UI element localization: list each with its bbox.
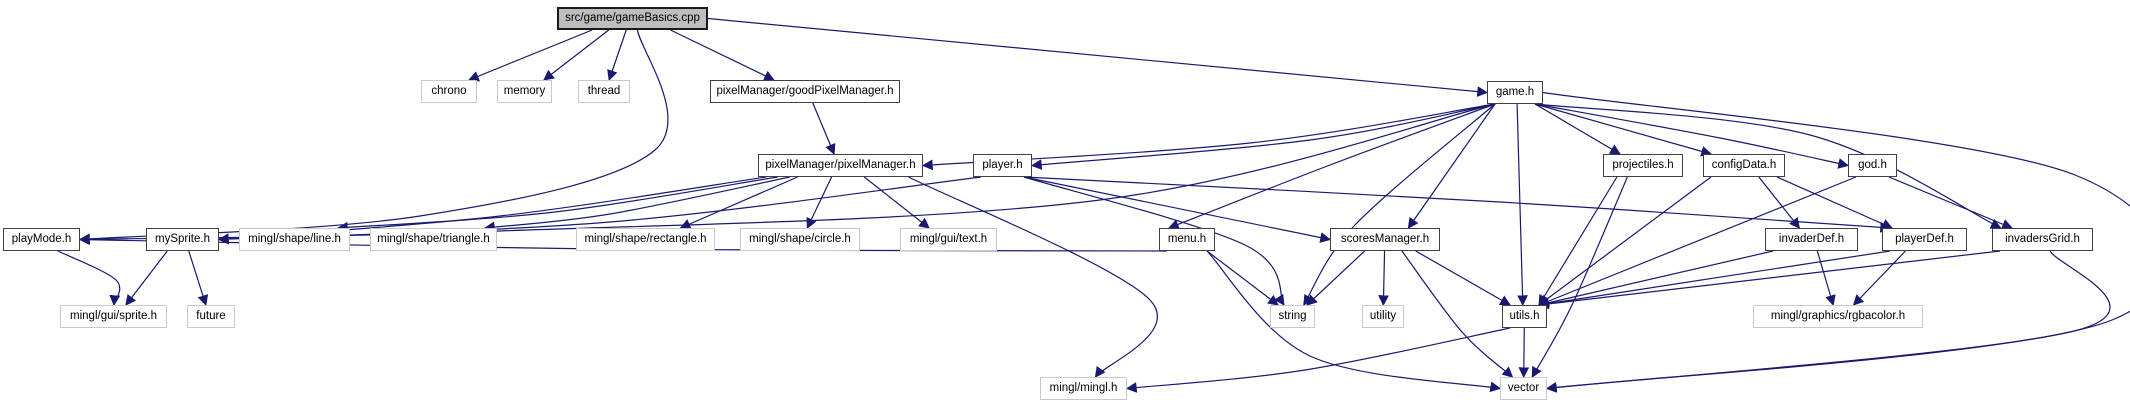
- graph-node-rectangle: mingl/shape/rectangle.h: [576, 228, 715, 251]
- graph-node-utility: utility: [1362, 305, 1404, 328]
- graph-node-string: string: [1270, 305, 1315, 328]
- edge-menu-to-string: [1206, 250, 1279, 306]
- graph-node-playerdef[interactable]: playerDef.h: [1882, 228, 1967, 251]
- graph-node-mysprite[interactable]: mySprite.h: [146, 228, 219, 251]
- graph-node-configdata[interactable]: configData.h: [1703, 154, 1785, 177]
- graph-node-playerh[interactable]: player.h: [973, 154, 1032, 177]
- graph-node-rgbacolor: mingl/graphics/rgbacolor.h: [1753, 305, 1923, 328]
- edge-godh-to-invadersgrid: [1888, 176, 2013, 230]
- graph-node-chrono: chrono: [421, 80, 477, 103]
- edge-invadersgrid-to-vector: [1545, 250, 2111, 393]
- graph-node-memory: memory: [497, 80, 552, 103]
- graph-node-projectiles[interactable]: projectiles.h: [1603, 154, 1683, 177]
- edge-playerh-to-string: [1023, 176, 1285, 306]
- edge-playerh-to-scoresmanager: [1023, 176, 1332, 243]
- edge-gamebasics-to-chrono: [467, 29, 593, 82]
- graph-node-pixelmanager[interactable]: pixelManager/pixelManager.h: [758, 154, 923, 177]
- edge-pixelmanager-to-circle: [806, 176, 833, 229]
- edge-gameh-to-godh: [1534, 103, 1850, 169]
- edge-menu-to-vector: [1206, 250, 1502, 393]
- graph-node-godh[interactable]: god.h: [1848, 154, 1897, 177]
- graph-node-goodpixelmanager[interactable]: pixelManager/goodPixelManager.h: [710, 80, 900, 103]
- edge-gamebasics-to-playmode: [78, 29, 669, 245]
- edge-godh-to-utils: [1537, 176, 1857, 307]
- edge-mysprite-to-future: [188, 250, 209, 307]
- edge-pixelmanager-to-line: [336, 176, 778, 233]
- edge-pixelmanager-to-text: [863, 176, 930, 229]
- edge-playerdef-to-utils: [1537, 250, 1891, 309]
- graph-node-future: future: [187, 305, 235, 328]
- edge-invaderdef-to-rgbacolor: [1816, 250, 1836, 307]
- edge-scoresmanager-to-utility: [1378, 250, 1389, 307]
- edge-gamebasics-to-goodpixelmanager: [670, 29, 775, 81]
- graph-node-invaderdef[interactable]: invaderDef.h: [1765, 228, 1858, 251]
- edge-playerh-to-playerdef: [1023, 176, 1892, 233]
- edge-pixelmanager-to-triangle: [483, 176, 790, 233]
- edge-gamebasics-to-memory: [543, 29, 610, 81]
- graph-node-gameh[interactable]: game.h: [1487, 81, 1543, 104]
- graph-node-scoresmanager[interactable]: scoresManager.h: [1330, 228, 1440, 251]
- edge-scoresmanager-to-utils: [1415, 250, 1511, 306]
- graph-node-utils[interactable]: utils.h: [1502, 305, 1547, 328]
- edge-mysprite-to-sprite: [125, 250, 168, 306]
- graph-node-circle: mingl/shape/circle.h: [740, 228, 860, 251]
- edge-utils-to-vector: [1518, 327, 1530, 379]
- edge-projectiles-to-vector: [1531, 176, 1628, 378]
- edge-gameh-to-projectiles: [1534, 103, 1621, 155]
- edge-gameh-to-invadersgrid: [1534, 103, 2002, 229]
- edge-utils-to-mingl: [1125, 327, 1511, 393]
- graph-node-playmode[interactable]: playMode.h: [3, 228, 80, 251]
- edge-gameh-to-string: [1303, 103, 1496, 306]
- edge-gameh-to-playerh: [1030, 103, 1496, 170]
- edge-invadersgrid-to-utils: [1537, 250, 2001, 310]
- graph-node-triangle: mingl/shape/triangle.h: [370, 228, 497, 251]
- edge-projectiles-to-utils: [1538, 176, 1618, 306]
- edge-configdata-to-utils: [1538, 176, 1712, 306]
- graph-node-sprite: mingl/gui/sprite.h: [60, 305, 167, 328]
- edge-gameh-to-menu: [1167, 103, 1496, 230]
- edge-configdata-to-invaderdef: [1758, 176, 1801, 229]
- edge-invaderdef-to-utils: [1537, 250, 1774, 309]
- graph-node-invadersgrid[interactable]: invadersGrid.h: [1992, 228, 2093, 251]
- graph-node-vector: vector: [1500, 377, 1547, 400]
- edge-goodpixelmanager-to-pixelmanager: [812, 102, 836, 155]
- edge-gamebasics-to-gameh: [707, 17, 1489, 97]
- graph-node-gamebasics[interactable]: src/game/gameBasics.cpp: [557, 7, 708, 30]
- graph-node-line: mingl/shape/line.h: [239, 228, 350, 251]
- graph-node-menu[interactable]: menu.h: [1159, 228, 1215, 251]
- edge-playmode-to-sprite: [57, 250, 121, 307]
- edge-configdata-to-playerdef: [1776, 176, 1893, 229]
- edge-playerdef-to-rgbacolor: [1852, 250, 1906, 306]
- edge-gameh-to-configdata: [1534, 103, 1713, 157]
- edge-pixelmanager-to-mingl: [908, 176, 1158, 378]
- edge-gameh-to-scoresmanager: [1407, 103, 1496, 229]
- graph-node-thread: thread: [578, 80, 630, 103]
- graph-node-text: mingl/gui/text.h: [900, 228, 997, 251]
- graph-node-mingl: mingl/mingl.h: [1040, 377, 1127, 400]
- edge-scoresmanager-to-vector: [1401, 250, 1514, 378]
- edge-pixelmanager-to-rectangle: [679, 176, 798, 230]
- edge-scoresmanager-to-string: [1306, 250, 1366, 306]
- edge-gamebasics-to-thread: [607, 29, 627, 82]
- edge-gameh-to-utils: [1516, 103, 1528, 307]
- edge-gameh-to-vector: [1542, 91, 2130, 393]
